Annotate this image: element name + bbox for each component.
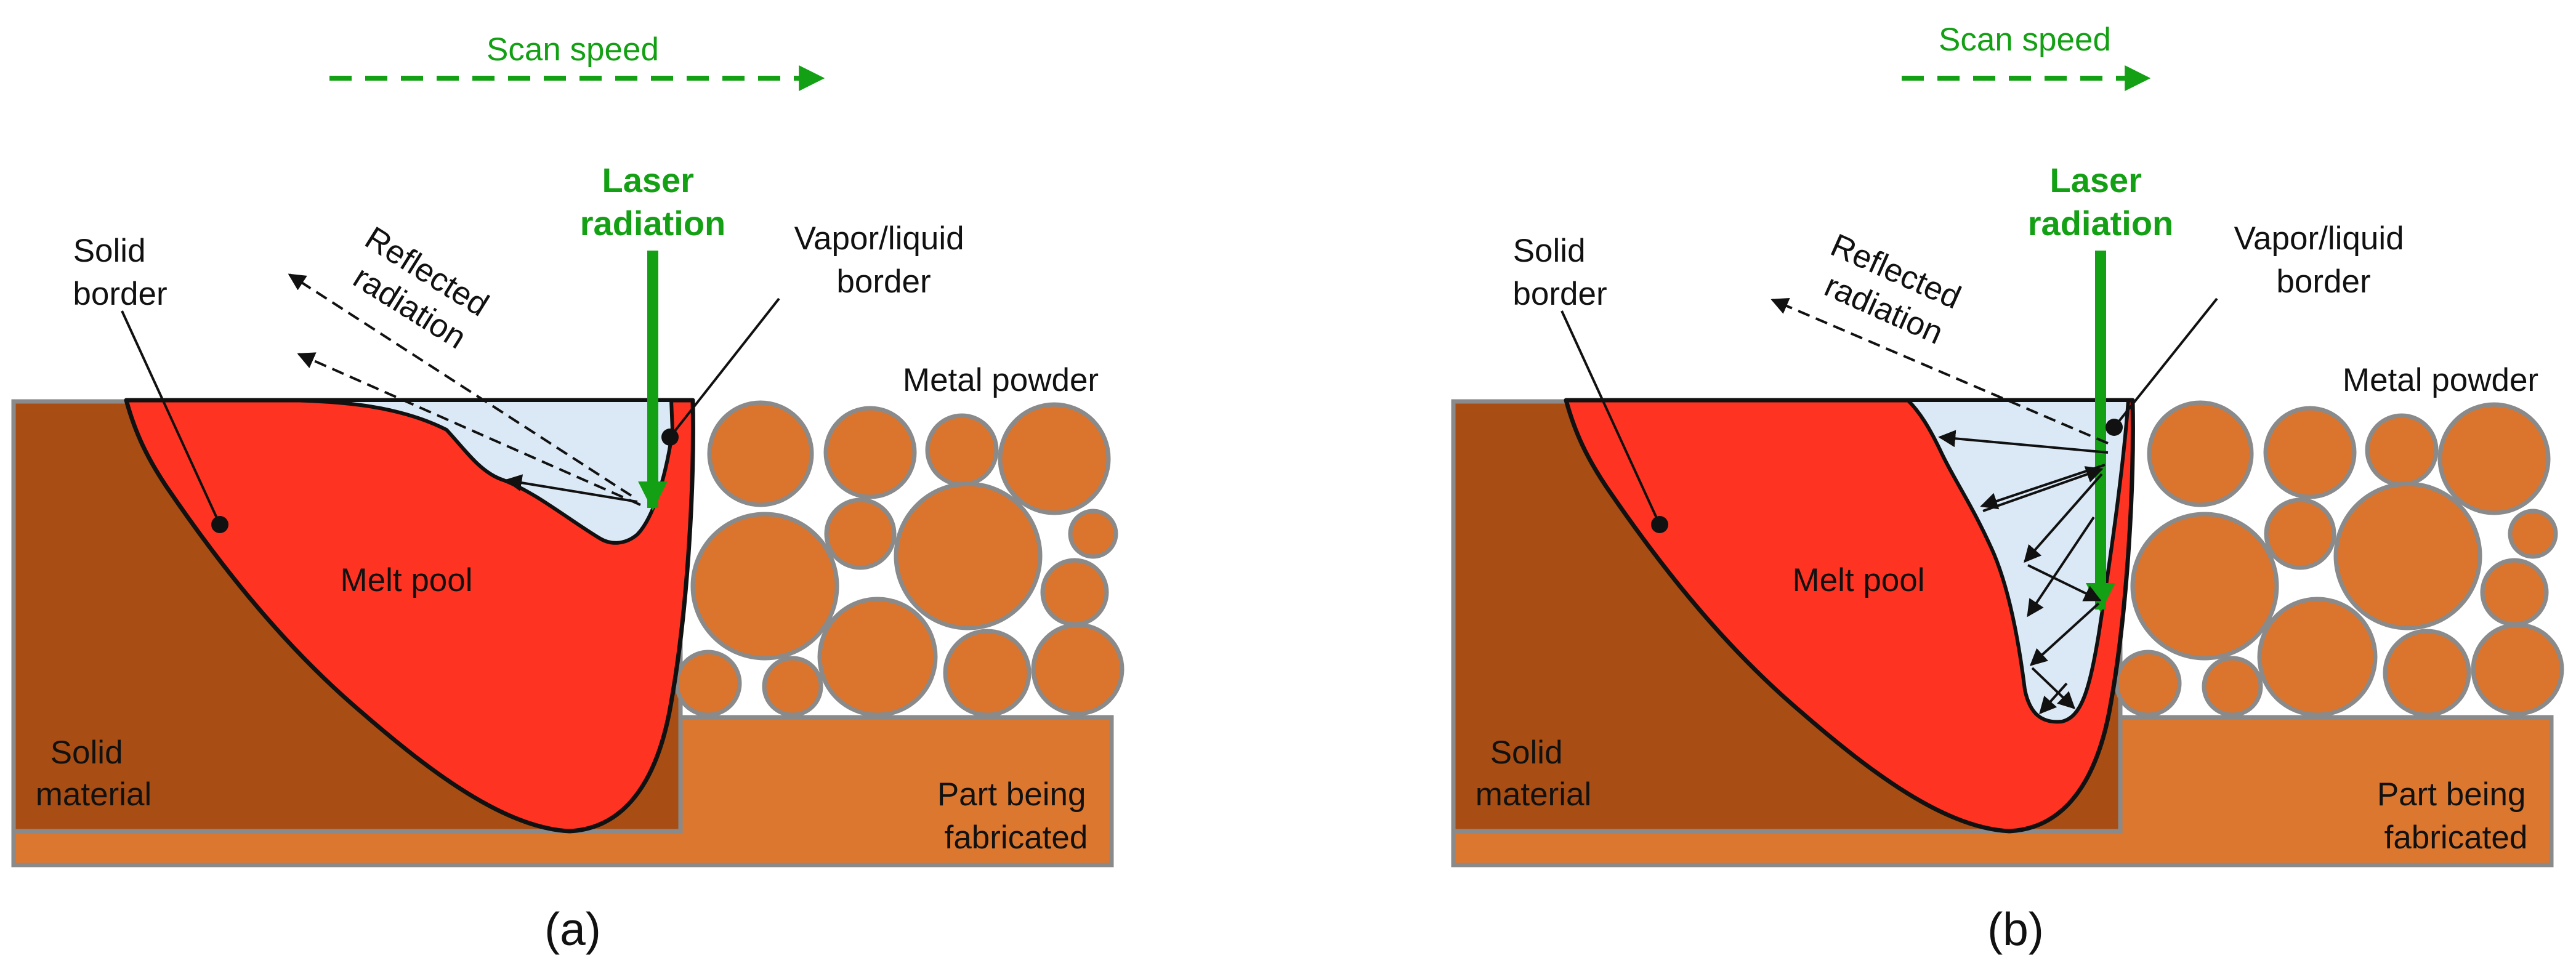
- metal-powder: [2114, 400, 2564, 717]
- vapor-border-point: [661, 429, 679, 446]
- powder-particle: [2147, 400, 2254, 507]
- caption-a: (a): [544, 903, 601, 955]
- scan-speed-label: Scan speed: [1939, 22, 2111, 58]
- melt-pool-label: Melt pool: [340, 562, 472, 598]
- reflected-ray: [2029, 602, 2100, 666]
- powder-particle: [1031, 622, 1124, 716]
- reflected-ray: [288, 273, 632, 497]
- powder-particle: [674, 650, 742, 717]
- powder-particle: [925, 413, 999, 487]
- powder-particle: [2114, 650, 2182, 717]
- solid-border-point: [211, 516, 228, 533]
- powder-particle: [998, 402, 1111, 515]
- powder-particle: [2333, 481, 2482, 630]
- powder-particle: [2263, 406, 2357, 499]
- powder-particle: [2257, 597, 2378, 717]
- powder-particle: [2508, 509, 2558, 559]
- powder-particle: [690, 512, 839, 661]
- powder-particle: [2437, 402, 2551, 515]
- powder-particle: [824, 497, 897, 570]
- reflected-ray: [2031, 667, 2076, 709]
- powder-particle: [823, 406, 917, 499]
- reflected-ray: [1770, 298, 2109, 445]
- powder-particle: [1068, 509, 1118, 559]
- metal-powder-label: Metal powder: [2343, 362, 2538, 398]
- powder-particle: [2202, 656, 2263, 717]
- panel-a: Scan speed Laser radiation Reflected rad…: [11, 31, 1124, 955]
- vapor-border-leader: [2113, 297, 2218, 429]
- vapor-cavity: [1906, 398, 2130, 724]
- melt-pool-label: Melt pool: [1792, 562, 1924, 598]
- reflected-ray: [1982, 466, 2104, 512]
- solid-material-label: Solid material: [36, 735, 152, 813]
- solid-material-label: Solid material: [1476, 735, 1592, 813]
- powder-particle: [943, 629, 1032, 717]
- powder-particle: [817, 597, 938, 717]
- panel-b: Scan speed Laser radiation Reflected rad…: [1451, 22, 2564, 955]
- laser-radiation-label: Laser radiation: [580, 161, 725, 243]
- solid-border-label: Solid border: [1512, 233, 1607, 312]
- reflected-ray: [2039, 682, 2068, 715]
- vapor-cavity: [288, 398, 674, 545]
- part-being-fabricated-label: Part being fabricated: [2377, 776, 2535, 856]
- powder-particle: [2471, 622, 2564, 716]
- vapor-liquid-border-label: Vapor/liquid border: [2234, 220, 2413, 300]
- reflected-radiation-label: Reflected radiation: [1809, 227, 1974, 356]
- solid-border-leader: [1561, 310, 1661, 525]
- solid-border-label: Solid border: [73, 233, 167, 312]
- reflected-ray: [2027, 516, 2095, 618]
- reflected-ray: [297, 352, 641, 506]
- powder-particle: [2130, 512, 2279, 661]
- laser-radiation-label: Laser radiation: [2028, 161, 2173, 243]
- powder-particle: [2480, 558, 2549, 627]
- reflected-ray: [2024, 473, 2103, 563]
- reflected-ray: [2027, 564, 2102, 602]
- powder-particle: [762, 656, 823, 717]
- reflected-ray: [1938, 430, 2109, 454]
- metal-powder-label: Metal powder: [903, 362, 1099, 398]
- part-being-fabricated-label: Part being fabricated: [937, 776, 1095, 856]
- caption-b: (b): [1987, 903, 2044, 955]
- powder-particle: [894, 481, 1043, 630]
- reflected-radiation-label: Reflected radiation: [338, 220, 503, 362]
- powder-particle: [2365, 413, 2439, 487]
- powder-particle: [707, 400, 814, 507]
- metal-powder: [674, 400, 1124, 717]
- reflected-ray: [504, 474, 638, 503]
- vapor-border-leader: [669, 297, 780, 438]
- vapor-liquid-border-label: Vapor/liquid border: [794, 220, 974, 300]
- vapor-border-point: [2106, 419, 2123, 436]
- solid-border-leader: [121, 310, 221, 525]
- solid-border-point: [1651, 516, 1668, 533]
- powder-particle: [2264, 497, 2336, 570]
- powder-particle: [1040, 558, 1109, 627]
- scan-speed-label: Scan speed: [487, 31, 659, 68]
- powder-particle: [2383, 629, 2471, 717]
